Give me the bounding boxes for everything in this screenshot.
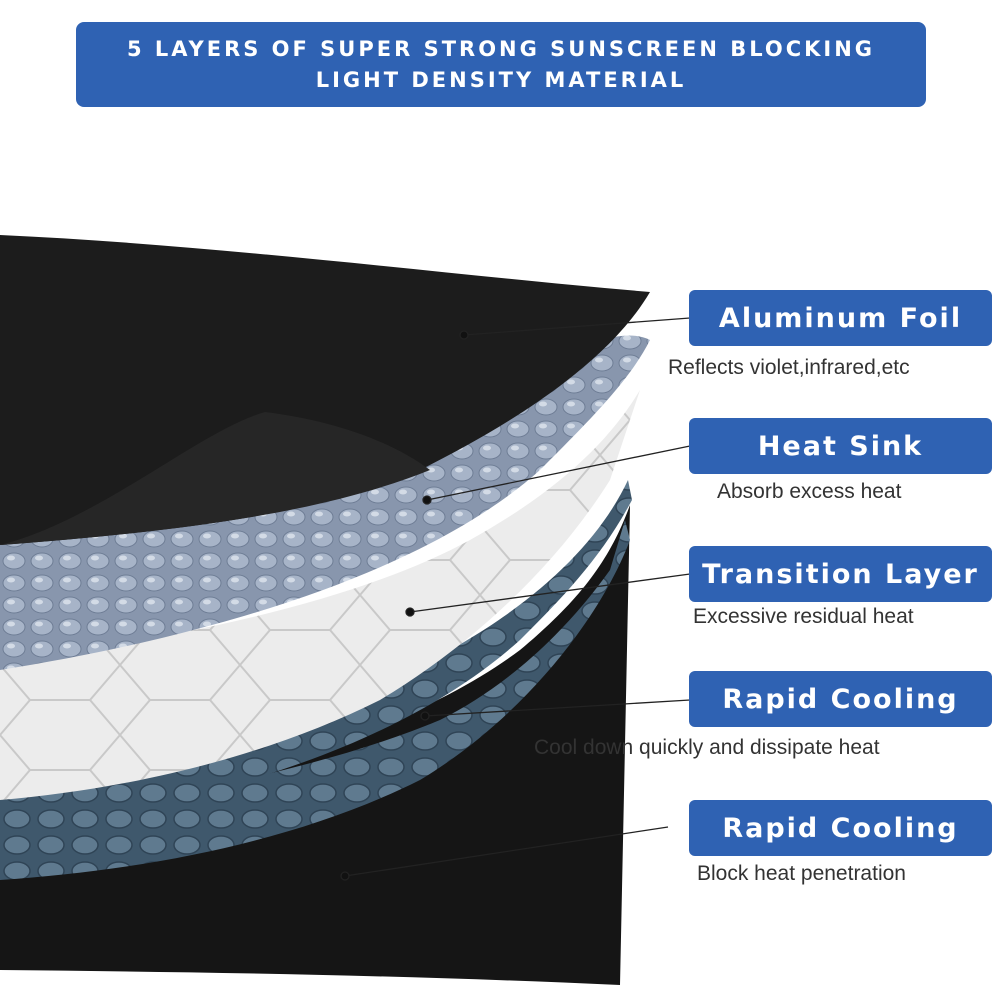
- layer-label-rapid-cooling-1: Rapid Cooling: [689, 671, 992, 727]
- layer-desc-rapid-cooling-2: Block heat penetration: [697, 862, 906, 885]
- title-banner: 5 LAYERS OF SUPER STRONG SUNSCREEN BLOCK…: [76, 22, 926, 107]
- transition-layer: [0, 390, 640, 800]
- layer-label-aluminum-foil: Aluminum Foil: [689, 290, 992, 346]
- layer-label-rapid-cooling-2: Rapid Cooling: [689, 800, 992, 856]
- layer-label-heat-sink: Heat Sink: [689, 418, 992, 474]
- layer-desc-rapid-cooling-1: Cool down quickly and dissipate heat: [534, 736, 880, 759]
- bottom-black-layer: [0, 505, 630, 985]
- page-title: 5 LAYERS OF SUPER STRONG SUNSCREEN BLOCK…: [126, 36, 876, 92]
- layer-desc-heat-sink: Absorb excess heat: [717, 480, 902, 503]
- mesh-layer: [0, 480, 632, 830]
- layer-desc-transition-layer: Excessive residual heat: [693, 605, 914, 628]
- layer-desc-aluminum-foil: Reflects violet,infrared,etc: [668, 356, 910, 379]
- layer-label-transition-layer: Transition Layer: [689, 546, 992, 602]
